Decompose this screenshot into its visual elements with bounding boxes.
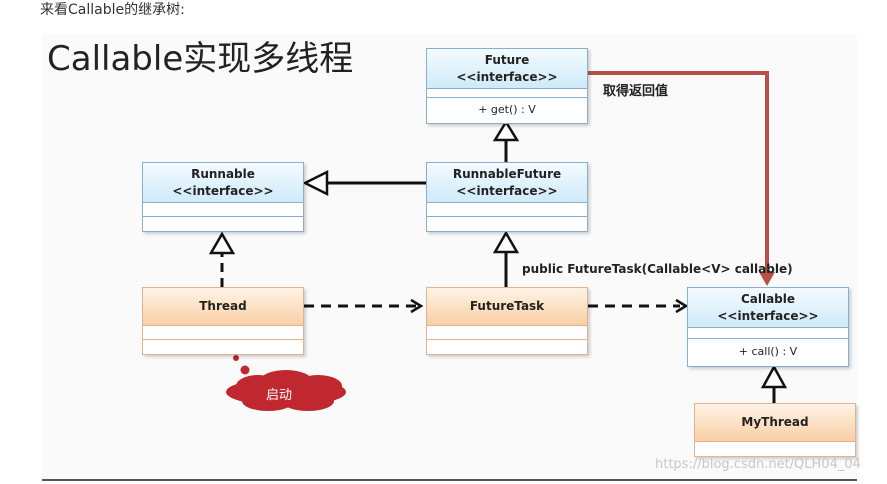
runnablefuture-class-name: RunnableFuture <box>452 166 562 181</box>
mythread-class-name: MyThread <box>741 415 809 429</box>
runnable-attributes <box>143 203 303 217</box>
futuretask-attributes <box>427 326 587 340</box>
runnablefuture-attributes <box>427 203 587 217</box>
runnablefuture-stereotype: <<interface>> <box>456 183 558 198</box>
slide-title: Callable实现多线程 <box>47 39 354 79</box>
constructor-label: public FutureTask(Callable<V> callable) <box>522 262 793 276</box>
callable-class-name: Callable <box>740 291 796 306</box>
futuretask-inherit-triangle <box>492 230 520 254</box>
intro-text: 来看Callable的继承树: <box>40 2 185 18</box>
runnable-inherit-triangle <box>302 169 329 197</box>
runnablefuture-class-box: RunnableFuture <<interface>> <box>426 162 588 232</box>
thread-attributes <box>143 326 303 340</box>
future-class-header: Future <<interface>> <box>427 49 587 89</box>
mythread-class-header: MyThread <box>695 404 855 442</box>
runnablefuture-class-header: RunnableFuture <<interface>> <box>427 163 587 203</box>
thread-class-header: Thread <box>143 288 303 326</box>
future-method: + get() : V <box>478 103 536 116</box>
future-class-box: Future <<interface>> + get() : V <box>426 48 588 124</box>
start-cloud <box>222 346 346 411</box>
runnable-class-box: Runnable <<interface>> <box>142 162 304 232</box>
futuretask-class-box: FutureTask <box>426 287 588 355</box>
callable-method: + call() : V <box>738 345 798 358</box>
start-label: 启动 <box>266 388 293 403</box>
thread-futuretask-arrowhead <box>410 298 424 314</box>
return-value-arrow <box>587 71 769 280</box>
futuretask-methods <box>427 340 587 354</box>
callable-class-box: Callable <<interface>> + call() : V <box>687 287 849 367</box>
futuretask-callable-arrowhead <box>675 298 689 314</box>
runnable-methods <box>143 217 303 231</box>
thread-class-box: Thread <box>142 287 304 355</box>
future-attributes <box>427 89 587 98</box>
callable-attributes <box>688 328 848 339</box>
future-inherit-triangle <box>492 119 520 142</box>
futuretask-class-name: FutureTask <box>469 299 545 313</box>
future-stereotype: <<interface>> <box>456 69 558 84</box>
thread-methods <box>143 340 303 354</box>
runnablefuture-methods <box>427 217 587 231</box>
mythread-class-box: MyThread <box>694 403 856 457</box>
mythread-inherit-triangle <box>760 364 788 389</box>
runnable-class-header: Runnable <<interface>> <box>143 163 303 203</box>
thread-inherit-triangle <box>208 231 236 255</box>
future-class-name: Future <box>484 52 530 67</box>
callable-class-header: Callable <<interface>> <box>688 288 848 328</box>
callable-stereotype: <<interface>> <box>717 308 819 323</box>
return-value-arrowhead <box>759 272 775 286</box>
return-value-label: 取得返回值 <box>603 84 669 99</box>
thread-class-name: Thread <box>199 299 247 313</box>
runnable-class-name: Runnable <box>191 166 255 181</box>
watermark: https://blog.csdn.net/QLH04_04 <box>655 457 861 472</box>
futuretask-class-header: FutureTask <box>427 288 587 326</box>
mythread-attributes <box>695 442 855 456</box>
runnable-stereotype: <<interface>> <box>172 183 274 198</box>
